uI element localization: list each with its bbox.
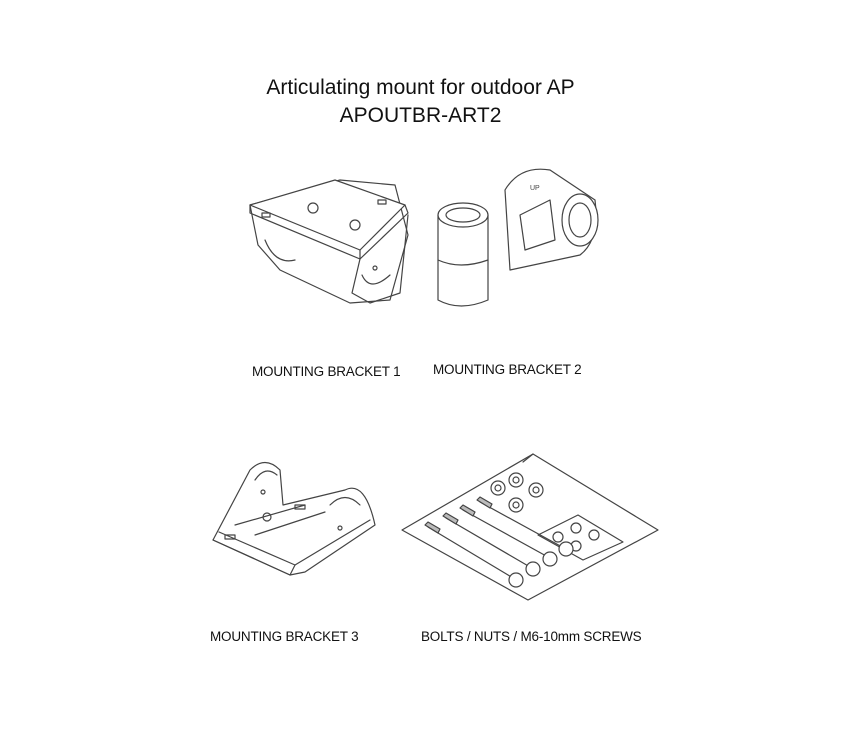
label-bolts-nuts-screws: BOLTS / NUTS / M6-10mm SCREWS (421, 629, 642, 644)
mounting-bracket-2-drawing: UP (437, 168, 599, 307)
svg-text:UP: UP (530, 185, 540, 192)
title-line-1: Articulating mount for outdoor AP (266, 76, 575, 99)
bolts-nuts-screws-drawing (401, 453, 659, 601)
label-mounting-bracket-2: MOUNTING BRACKET 2 (433, 362, 582, 377)
title-line-2-model: APOUTBR-ART2 (339, 104, 502, 127)
mounting-bracket-1-drawing (249, 179, 409, 304)
label-mounting-bracket-1: MOUNTING BRACKET 1 (252, 364, 401, 379)
mounting-bracket-3-drawing (212, 461, 376, 576)
label-mounting-bracket-3: MOUNTING BRACKET 3 (210, 629, 359, 644)
